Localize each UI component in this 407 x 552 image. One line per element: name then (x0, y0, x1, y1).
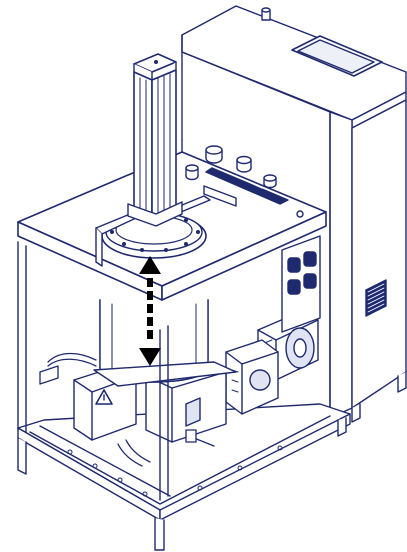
pump-unit (225, 339, 279, 415)
socket-panel (281, 235, 321, 333)
control-cabinet (181, 5, 407, 419)
pressure-vessel (93, 299, 237, 387)
travel-arrow (139, 256, 161, 366)
table-controls (185, 145, 304, 218)
top-knob (261, 7, 271, 21)
table-legs (17, 139, 183, 501)
display-panel (291, 35, 383, 77)
pipework (39, 352, 215, 467)
column-actuator (127, 53, 183, 227)
vent-grille (365, 279, 387, 317)
vessel-lid (95, 195, 211, 267)
